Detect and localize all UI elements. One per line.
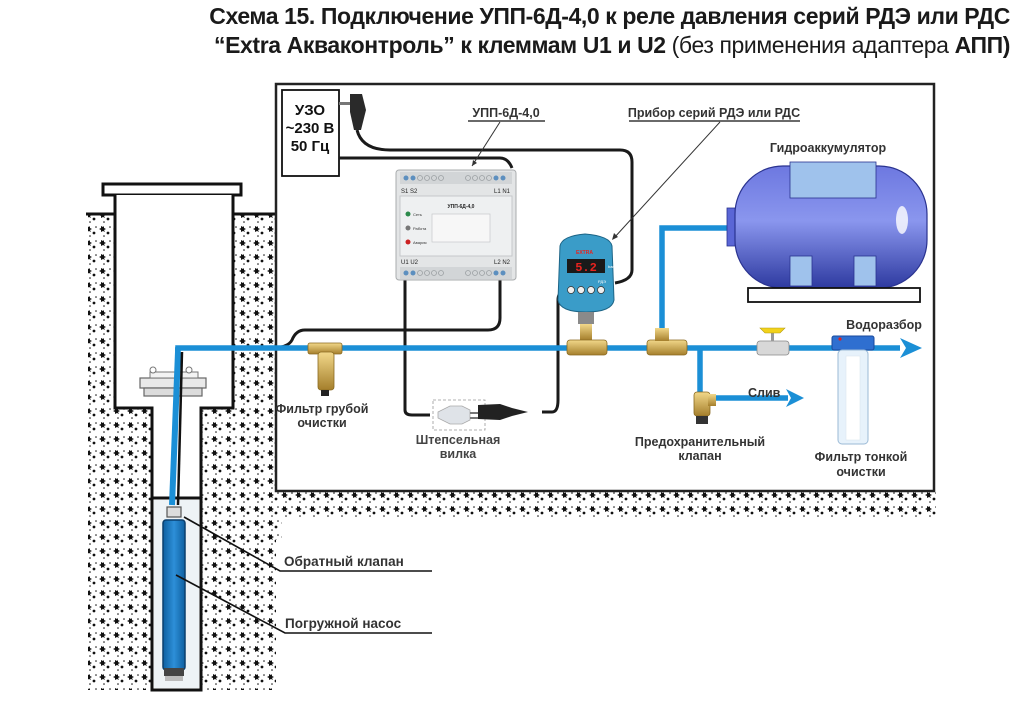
wall-plug [339, 94, 366, 130]
safety-valve-label-2: клапан [678, 449, 721, 463]
title-line-1: Схема 15. Подключение УПП-6Д-4,0 к реле … [209, 3, 1010, 29]
upp-led-1-label: Сеть [413, 212, 422, 217]
title-line-2: “Extra Акваконтроль” к клеммам U1 и U2 (… [0, 31, 1010, 60]
upp-terminals-bottom-right: L2 N2 [494, 260, 511, 266]
outlet-arrow-icon [900, 338, 922, 358]
fine-filter-label-1: Фильтр тонкой [815, 450, 908, 464]
drain-arrow-icon [786, 389, 804, 407]
soil-ground [88, 214, 936, 690]
electric-plug [432, 399, 528, 431]
drain-label: Слив [748, 386, 781, 400]
well-riser-pipe [169, 351, 181, 506]
coarse-filter-label-2: очистки [297, 416, 346, 430]
relay-label: Прибор серий РДЭ или РДС [628, 106, 800, 120]
submersible-pump [162, 519, 186, 681]
hydro-accumulator [726, 161, 928, 303]
brass-tee-branch [655, 328, 669, 341]
brass-tee [646, 339, 688, 356]
coarse-filter-label-1: Фильтр грубой [276, 402, 369, 416]
submersible-pump-label: Погружной насос [285, 616, 402, 631]
title-line-2-light: (без применения адаптера [665, 32, 955, 58]
upp-led-2-label: Работа [413, 226, 427, 231]
plug-label-1: Штепсельная [416, 433, 501, 447]
accumulator-label: Гидроаккумулятор [770, 141, 887, 155]
water-outlet-label: Водоразбор [846, 318, 922, 332]
fine-filter-label-2: очистки [836, 465, 885, 479]
pressure-relay [557, 233, 615, 356]
upp-device [395, 169, 517, 281]
relay-leader-arrow [612, 233, 618, 240]
check-valve [166, 506, 182, 518]
upp-terminals-top-left: S1 S2 [401, 189, 418, 195]
relay-leader [613, 121, 721, 239]
upp-front-header: УПП-6Д-4,0 [448, 204, 475, 210]
relay-display-unit: bar [608, 264, 614, 269]
relay-display-value: 5.2 [575, 261, 597, 275]
title-line-2-bold: “Extra Акваконтроль” к клеммам U1 и U2 [214, 32, 666, 58]
plug-label-2: вилка [440, 447, 478, 461]
uzo-box [281, 89, 340, 177]
diagram-title: Схема 15. Подключение УПП-6Д-4,0 к реле … [0, 2, 1010, 60]
water-pipes [175, 225, 900, 401]
upp-terminals-bottom-left: U1 U2 [401, 260, 419, 266]
relay-model: РДЭ [598, 279, 606, 284]
title-line-2-end: ) [1002, 32, 1011, 58]
pump-leaders [175, 516, 432, 634]
safety-valve-label-1: Предохранительный [635, 435, 765, 449]
fine-filter [831, 335, 875, 445]
upp-label: УПП-6Д-4,0 [472, 106, 539, 120]
uzo-label-line3: 50 Гц [291, 138, 330, 155]
pump-cable-well [176, 351, 184, 506]
upp-led-3-label: Авария [413, 240, 427, 245]
coarse-filter [307, 342, 343, 396]
upp-terminals-top-right: L1 N1 [494, 189, 511, 195]
upp-leader-arrow [472, 160, 477, 166]
check-valve-label: Обратный клапан [284, 554, 404, 569]
safety-valve [693, 391, 716, 424]
title-line-2-bold2: АПП [954, 32, 1004, 58]
uzo-label-line2: ~230 В [286, 120, 335, 137]
uzo-label-line1: УЗО [295, 102, 326, 119]
ball-valve [756, 327, 790, 356]
relay-brand: EXTRA [576, 250, 593, 256]
upp-leader [471, 121, 501, 167]
